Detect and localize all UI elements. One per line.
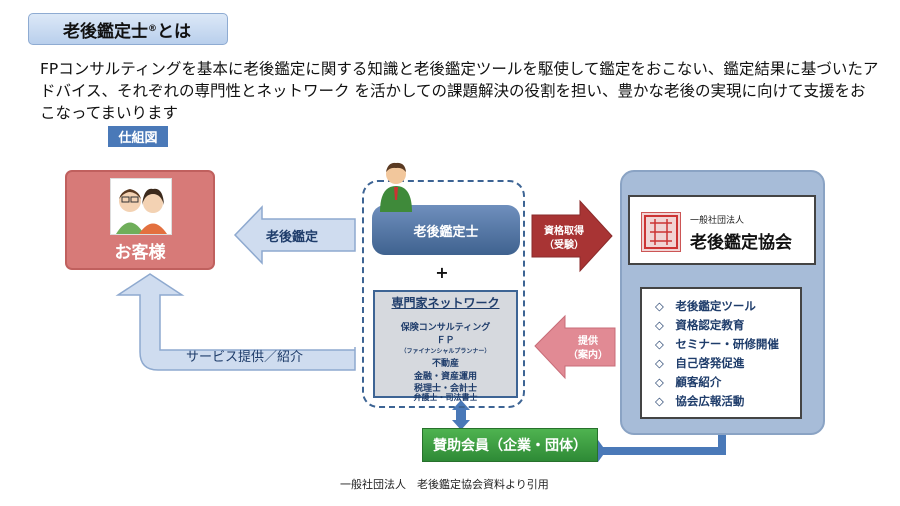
- appraiser-box: 老後鑑定士: [372, 205, 520, 255]
- provide-arrow: [534, 314, 616, 380]
- appraiser-label: 老後鑑定士: [413, 224, 479, 240]
- association-service-item: ◇ 資格認定教育: [655, 318, 745, 332]
- association-service-item: ◇ 協会広報活動: [655, 394, 745, 408]
- association-name: 老後鑑定協会: [690, 233, 792, 253]
- sponsor-members-box: 賛助会員（企業・団体）: [422, 428, 598, 462]
- provide-label-1: 提供: [578, 336, 598, 347]
- association-services-box: [640, 287, 802, 419]
- qualification-label-1: 資格取得: [544, 226, 584, 237]
- association-service-item: ◇ 自己啓発促進: [655, 356, 745, 370]
- expert-network-box: [373, 290, 518, 398]
- network-item: 保険コンサルティング: [400, 323, 491, 333]
- expert-network-title: 専門家ネットワーク: [391, 296, 500, 310]
- section-label: 仕組図: [108, 126, 168, 147]
- network-item: 弁護士・司法書士: [413, 393, 478, 402]
- network-item: 金融・資産運用: [413, 372, 477, 382]
- plus-sign: +: [435, 263, 449, 282]
- appraisal-arrow: [233, 205, 356, 265]
- appraisal-label: 老後鑑定: [266, 230, 319, 245]
- network-item: ＦＰ: [436, 336, 455, 346]
- service-label: サービス提供／紹介: [186, 350, 304, 365]
- sponsor-label: 賛助会員（企業・団体）: [433, 438, 587, 454]
- title-suffix: とは: [157, 21, 191, 42]
- person-icon: [378, 160, 414, 212]
- customer-couple-illustration: [110, 178, 172, 235]
- association-service-item: ◇ 老後鑑定ツール: [655, 299, 756, 313]
- provide-label-2: （案内）: [568, 350, 608, 361]
- association-org-type: 一般社団法人: [690, 216, 745, 226]
- association-service-item: ◇ セミナー・研修開催: [655, 337, 779, 351]
- service-arrow: [115, 273, 356, 371]
- intro-paragraph: FPコンサルティングを基本に老後鑑定に関する知識と老後鑑定ツールを駆使して鑑定を…: [40, 60, 879, 122]
- customer-label: お客様: [114, 243, 166, 263]
- qualification-arrow: [531, 199, 613, 273]
- source-citation: 一般社団法人 老後鑑定協会資料より引用: [340, 478, 549, 491]
- network-item: 税理士・会計士: [413, 384, 477, 394]
- appraiser-group: [362, 180, 525, 408]
- title-text: 老後鑑定士: [63, 21, 148, 42]
- page-title: 老後鑑定士®とは: [28, 13, 228, 45]
- association-service-item: ◇ 顧客紹介: [655, 375, 722, 389]
- association-seal-logo: [641, 212, 681, 252]
- network-item: （ファイナンシャルプランナー）: [400, 348, 491, 355]
- registered-mark: ®: [148, 24, 157, 34]
- sponsor-association-connector: [598, 420, 731, 455]
- qualification-label-2: （受験）: [544, 240, 584, 251]
- network-item: 不動産: [431, 359, 459, 369]
